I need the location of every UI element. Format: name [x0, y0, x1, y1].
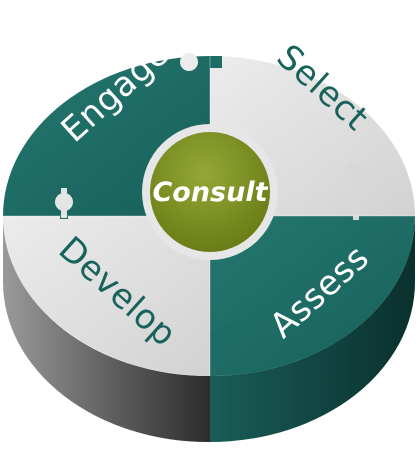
segment-assess — [210, 216, 415, 376]
segment-develop — [3, 216, 210, 376]
center-hub: Consult — [142, 124, 278, 260]
center-label: Consult — [152, 177, 268, 208]
side-wall-left — [2, 216, 210, 443]
side-wall-right — [210, 216, 415, 442]
puzzle-tabs — [53, 53, 367, 346]
disc-side-wall — [2, 216, 415, 443]
center-disc — [150, 132, 270, 252]
puzzle-knob-select — [345, 162, 367, 184]
